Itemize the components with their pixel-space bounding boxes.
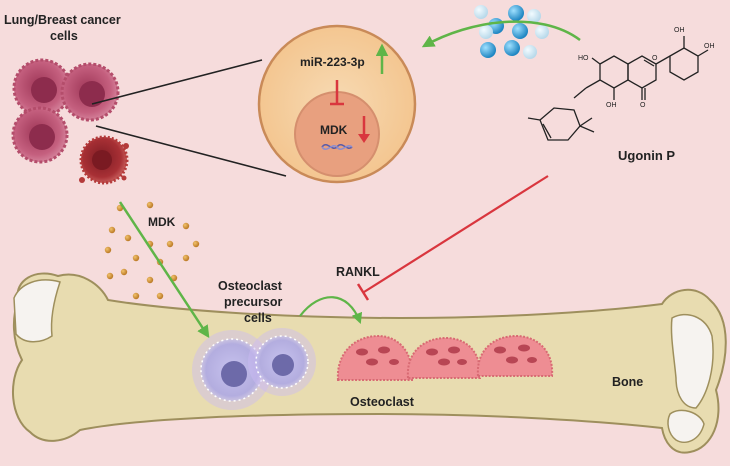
mdk-inner-label: MDK — [320, 123, 348, 137]
osteoclast-label: Osteoclast — [350, 395, 415, 409]
zoom-line-bottom — [95, 125, 287, 177]
zoom-line-top — [91, 59, 263, 105]
bone-label: Bone — [612, 375, 643, 389]
mdk-to-precursor-arrow — [118, 201, 210, 339]
precursor-to-osteoclast-arrow — [299, 296, 363, 325]
structure-oh-top2: OH — [704, 43, 715, 50]
rankl-label: RANKL — [336, 265, 380, 279]
structure-ho: HO — [578, 55, 589, 62]
mdk-down-arrow — [358, 116, 370, 143]
precursor-label-line1: Osteoclast — [218, 279, 283, 293]
cancer-cells-label-line1: Lung/Breast cancer — [4, 13, 121, 27]
ugonin-p-atom-labels: OH OH HO O OH O — [578, 27, 715, 109]
compound-label: Ugonin P — [618, 148, 675, 163]
precursor-cell-2 — [248, 328, 316, 396]
ugonin-p-structure — [527, 36, 709, 141]
structure-oh-bottom: OH — [606, 102, 617, 109]
cancer-cell-3 — [11, 106, 69, 164]
precursor-label-line2: precursor — [224, 295, 282, 309]
cancer-cell-secreting — [79, 135, 129, 185]
compound-to-mirna-arrow — [421, 20, 581, 48]
structure-o-ring: O — [652, 55, 658, 62]
cancer-cell-2 — [60, 62, 120, 122]
mirna-label: miR-223-3p — [300, 55, 365, 69]
precursor-label-line3: cells — [244, 311, 272, 325]
structure-o-carbonyl: O — [640, 102, 646, 109]
mdk-secreted-dots — [104, 201, 200, 300]
structure-oh-top1: OH — [674, 27, 685, 34]
nanoparticle-cluster — [474, 5, 549, 59]
mirna-inhibits-mdk — [330, 80, 344, 106]
mdk-secreted-label: MDK — [148, 215, 176, 229]
osteoclast-cell-3 — [476, 334, 554, 377]
cancer-cells-label-line2: cells — [50, 29, 78, 43]
dna-icon — [321, 143, 353, 151]
compound-inhibits-rankl — [356, 175, 549, 301]
